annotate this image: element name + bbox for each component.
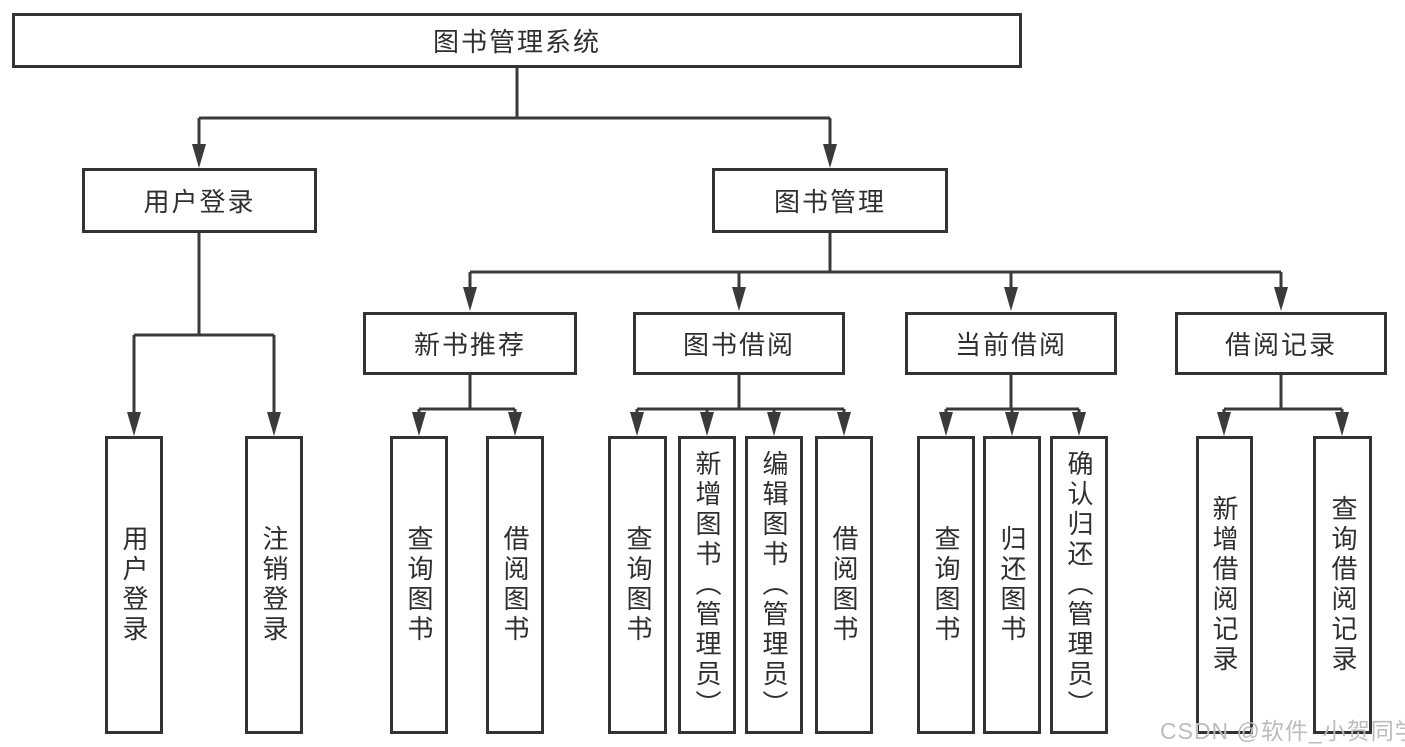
arrowheads: [127, 144, 1349, 436]
node-book-management: 图书管理: [712, 168, 948, 233]
node-borrowing-records: 借阅记录: [1175, 312, 1387, 375]
leaf-logout: 注销登录: [245, 436, 303, 734]
csdn-watermark: CSDN @软件_小贺同学: [1160, 718, 1405, 744]
leaf-confirm-return-admin: 确认归还（管理员）: [1050, 436, 1108, 734]
leaf-borrow-books: 借阅图书: [815, 436, 873, 734]
leaf-add-borrow-record: 新增借阅记录: [1196, 436, 1253, 734]
leaf-query-books-current: 查询图书: [917, 436, 975, 734]
leaf-add-books-admin: 新增图书（管理员）: [678, 436, 736, 734]
node-new-book-recommend: 新书推荐: [363, 312, 577, 375]
leaf-query-books-borrow: 查询图书: [608, 436, 667, 734]
node-user-login: 用户登录: [82, 168, 317, 233]
leaf-borrow-books-recommend: 借阅图书: [486, 436, 544, 734]
leaf-return-books: 归还图书: [983, 436, 1041, 734]
leaf-edit-books-admin: 编辑图书（管理员）: [745, 436, 803, 734]
leaf-user-login: 用户登录: [105, 436, 163, 734]
node-current-borrowing: 当前借阅: [905, 312, 1117, 375]
leaf-query-borrow-record: 查询借阅记录: [1313, 436, 1372, 734]
leaf-query-books-recommend: 查询图书: [390, 436, 448, 734]
node-book-borrowing: 图书借阅: [633, 312, 845, 375]
node-library-management-system: 图书管理系统: [12, 13, 1022, 68]
